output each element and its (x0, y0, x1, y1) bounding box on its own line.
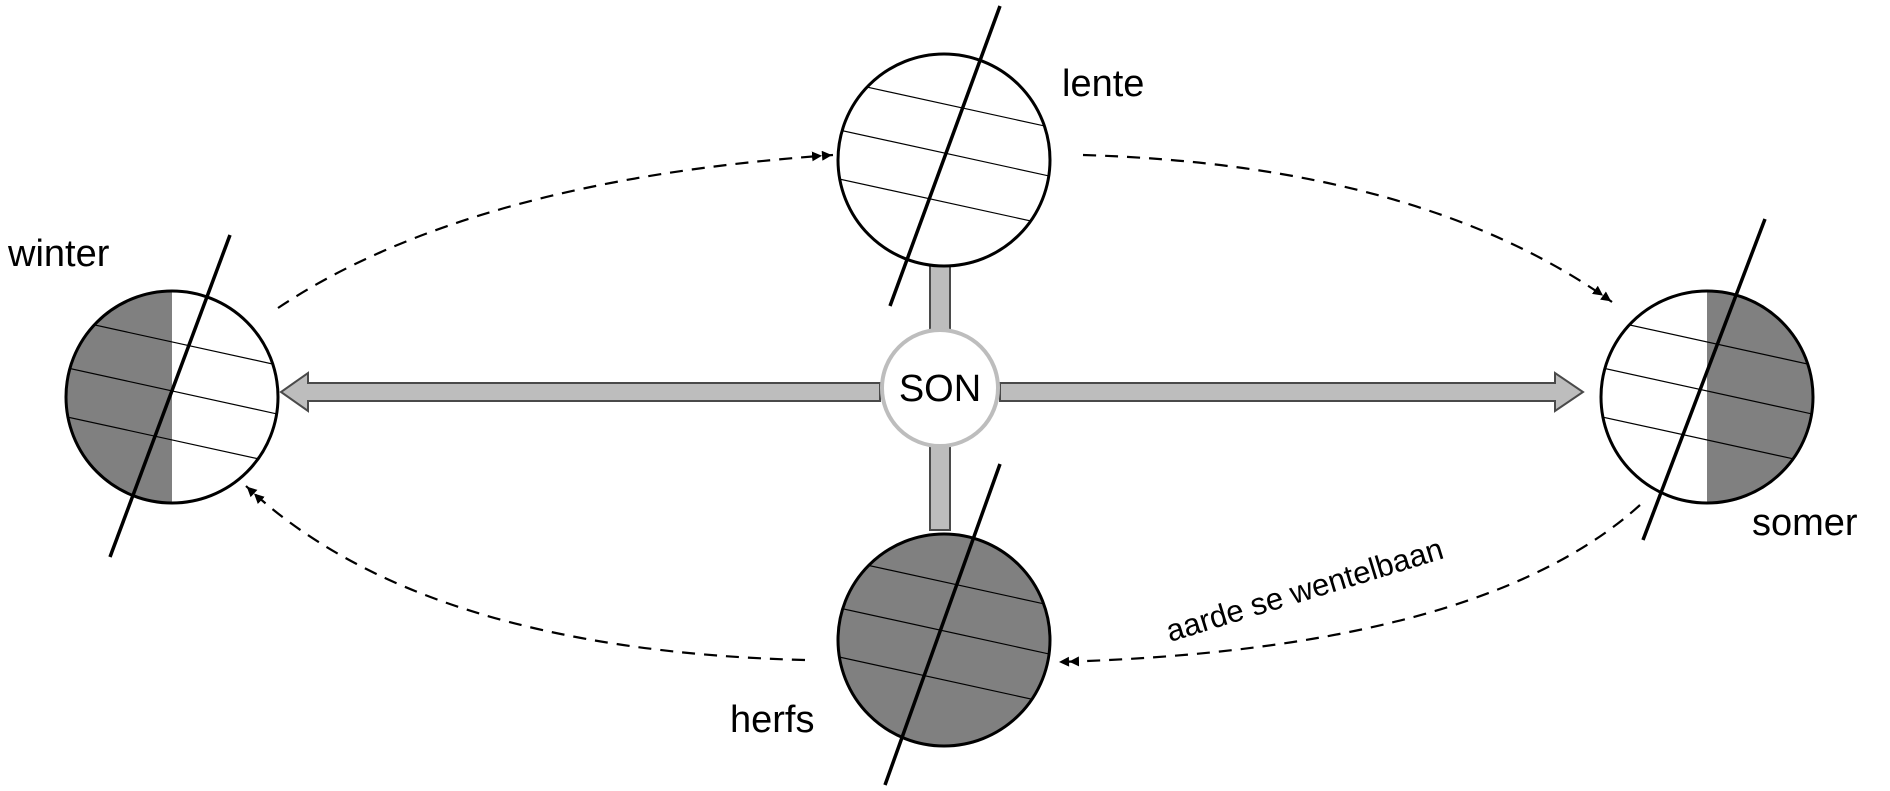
sun-label: SON (899, 368, 981, 410)
latitude-line (838, 650, 1050, 709)
night-side-summer (1707, 291, 1813, 503)
orbit-label: aarde se wentelbaan (1162, 531, 1447, 649)
earth-winter (64, 234, 280, 558)
earth-orbit (245, 150, 1641, 667)
earth-axis-summer (1641, 218, 1767, 541)
night-side-winter (66, 291, 172, 503)
label-summer: somer (1752, 502, 1858, 544)
ray-arrow-right (999, 371, 1585, 413)
latitude-line (838, 172, 1050, 231)
latitude-line (1601, 361, 1813, 420)
earth-summer (1599, 218, 1815, 541)
earth-axis-winter (108, 234, 232, 558)
latitude-line (66, 361, 278, 420)
orbit-arc-summer-autumn (1057, 504, 1641, 667)
label-autumn: herfs (730, 699, 814, 741)
earth-autumn (836, 463, 1052, 786)
latitude-line (838, 123, 1050, 182)
sun: SON (880, 328, 1000, 448)
ray-arrow-left (279, 371, 881, 413)
ray-stub-down (929, 439, 951, 531)
label-winter: winter (7, 233, 110, 275)
label-spring: lente (1062, 63, 1144, 105)
orbit-arc-spring-summer (1082, 153, 1613, 303)
earth-axis-autumn (883, 463, 1002, 786)
earth-spring (836, 5, 1052, 307)
earth-axis-spring (888, 5, 1002, 307)
orbit-arc-winter-spring (277, 150, 834, 309)
orbit-arc-autumn-winter (245, 485, 806, 662)
